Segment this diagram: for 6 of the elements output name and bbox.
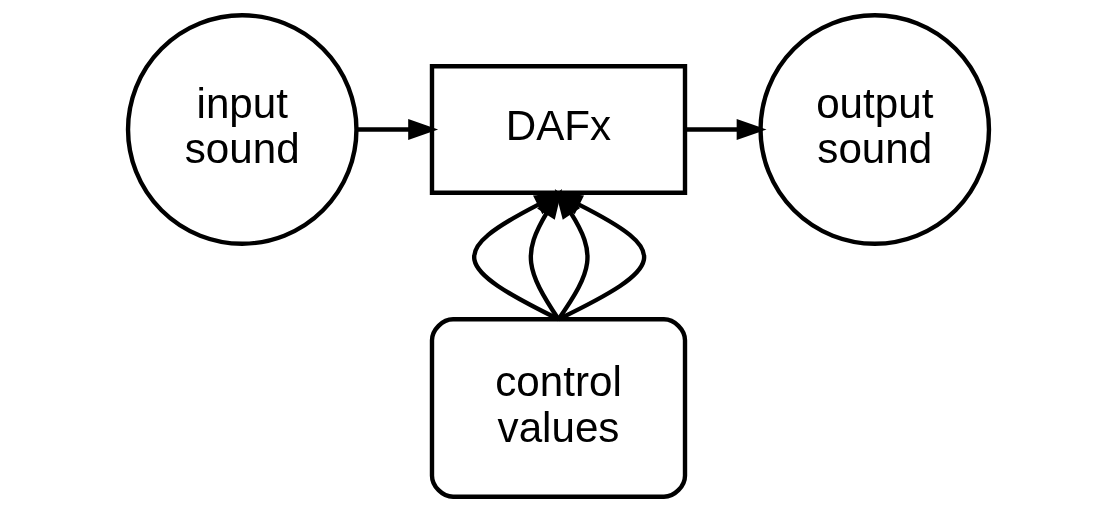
node-circle: input sound [125,13,359,246]
node-circle: output sound [758,13,992,246]
arrow [356,119,439,140]
arrow [685,119,767,140]
node-box: DAFx [429,64,688,195]
node-box: control values [429,317,688,499]
